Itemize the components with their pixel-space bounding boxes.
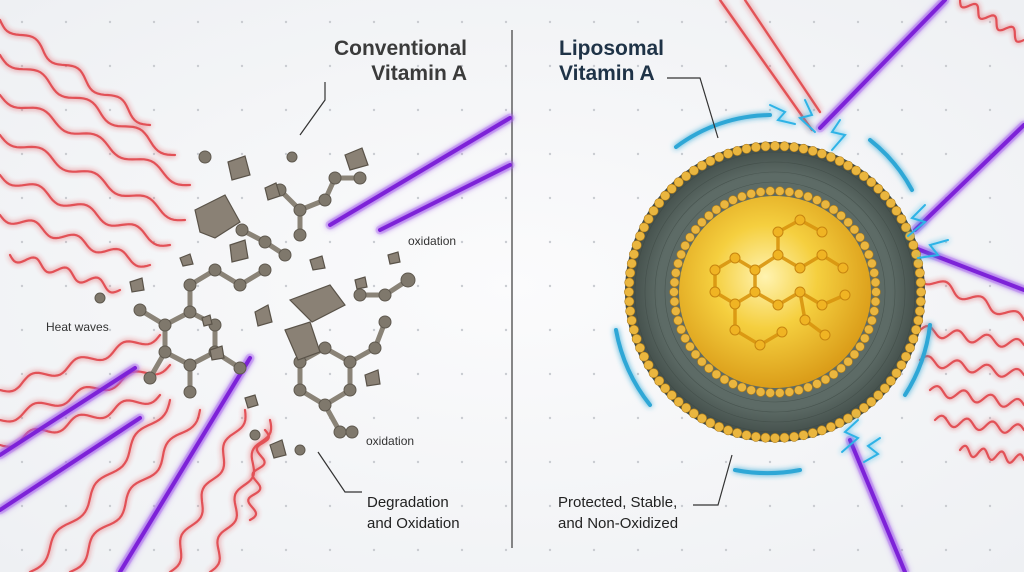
caption-left-line2: and Oxidation: [367, 515, 460, 532]
broken-molecule: [94, 147, 416, 459]
label-heat-waves: Heat waves: [46, 320, 109, 334]
uv-beams-left: [0, 113, 515, 572]
heat-waves-left: [0, 18, 273, 572]
leader-lines: [299, 77, 733, 506]
uv-beams-right: [718, 0, 1024, 572]
caption-right-line1: Protected, Stable,: [558, 494, 678, 511]
caption-protected: Protected, Stable, and Non-Oxidized: [558, 492, 678, 534]
title-left-line2: Vitamin A: [371, 62, 467, 85]
title-liposomal-vitamin-a: Liposomal Vitamin A: [559, 36, 664, 86]
liposome: [614, 99, 949, 476]
title-conventional-vitamin-a: Conventional Vitamin A: [334, 36, 467, 86]
title-right-line1: Liposomal: [559, 37, 665, 60]
caption-degradation: Degradation and Oxidation: [367, 492, 460, 534]
label-oxidation-lower: oxidation: [366, 434, 415, 448]
title-right-line2: Vitamin A: [559, 62, 655, 85]
label-oxidation-upper: oxidation: [408, 234, 457, 248]
caption-left-line1: Degradation: [367, 494, 449, 511]
caption-right-line2: and Non-Oxidized: [558, 515, 679, 532]
title-left-line1: Conventional: [333, 37, 467, 60]
